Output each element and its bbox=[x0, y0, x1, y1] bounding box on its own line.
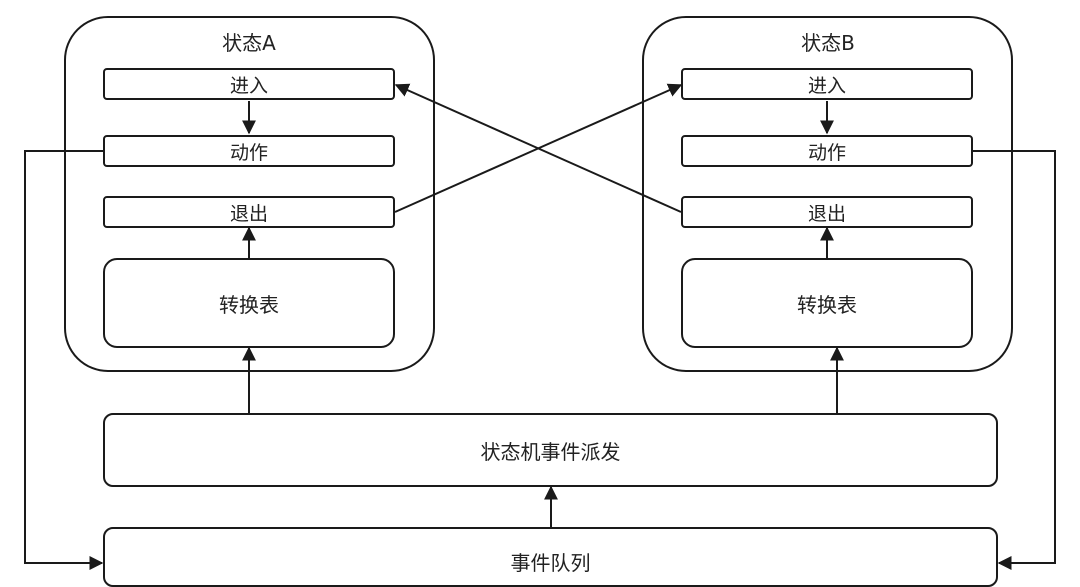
state-a-action: 动作 bbox=[103, 135, 395, 167]
state-b-container bbox=[642, 16, 1013, 372]
state-b-enter: 进入 bbox=[681, 68, 973, 100]
arrow-b-action-to-queue bbox=[972, 150, 1056, 570]
arrow-b-exit-to-a-enter bbox=[394, 83, 682, 213]
state-a-transition-table: 转换表 bbox=[103, 258, 395, 348]
state-a-enter: 进入 bbox=[103, 68, 395, 100]
event-queue: 事件队列 bbox=[103, 527, 998, 587]
state-a-exit: 退出 bbox=[103, 196, 395, 228]
state-a-container bbox=[64, 16, 435, 372]
state-b-exit: 退出 bbox=[681, 196, 973, 228]
state-a-title: 状态A bbox=[222, 31, 276, 55]
state-b-action: 动作 bbox=[681, 135, 973, 167]
state-b-transition-table: 转换表 bbox=[681, 258, 973, 348]
event-dispatcher: 状态机事件派发 bbox=[103, 413, 998, 487]
state-machine-diagram: 状态A 进入 动作 退出 转换表 状态B 进入 动作 退出 转换表 状态机事件派… bbox=[24, 16, 1056, 587]
state-b-title: 状态B bbox=[801, 31, 855, 55]
